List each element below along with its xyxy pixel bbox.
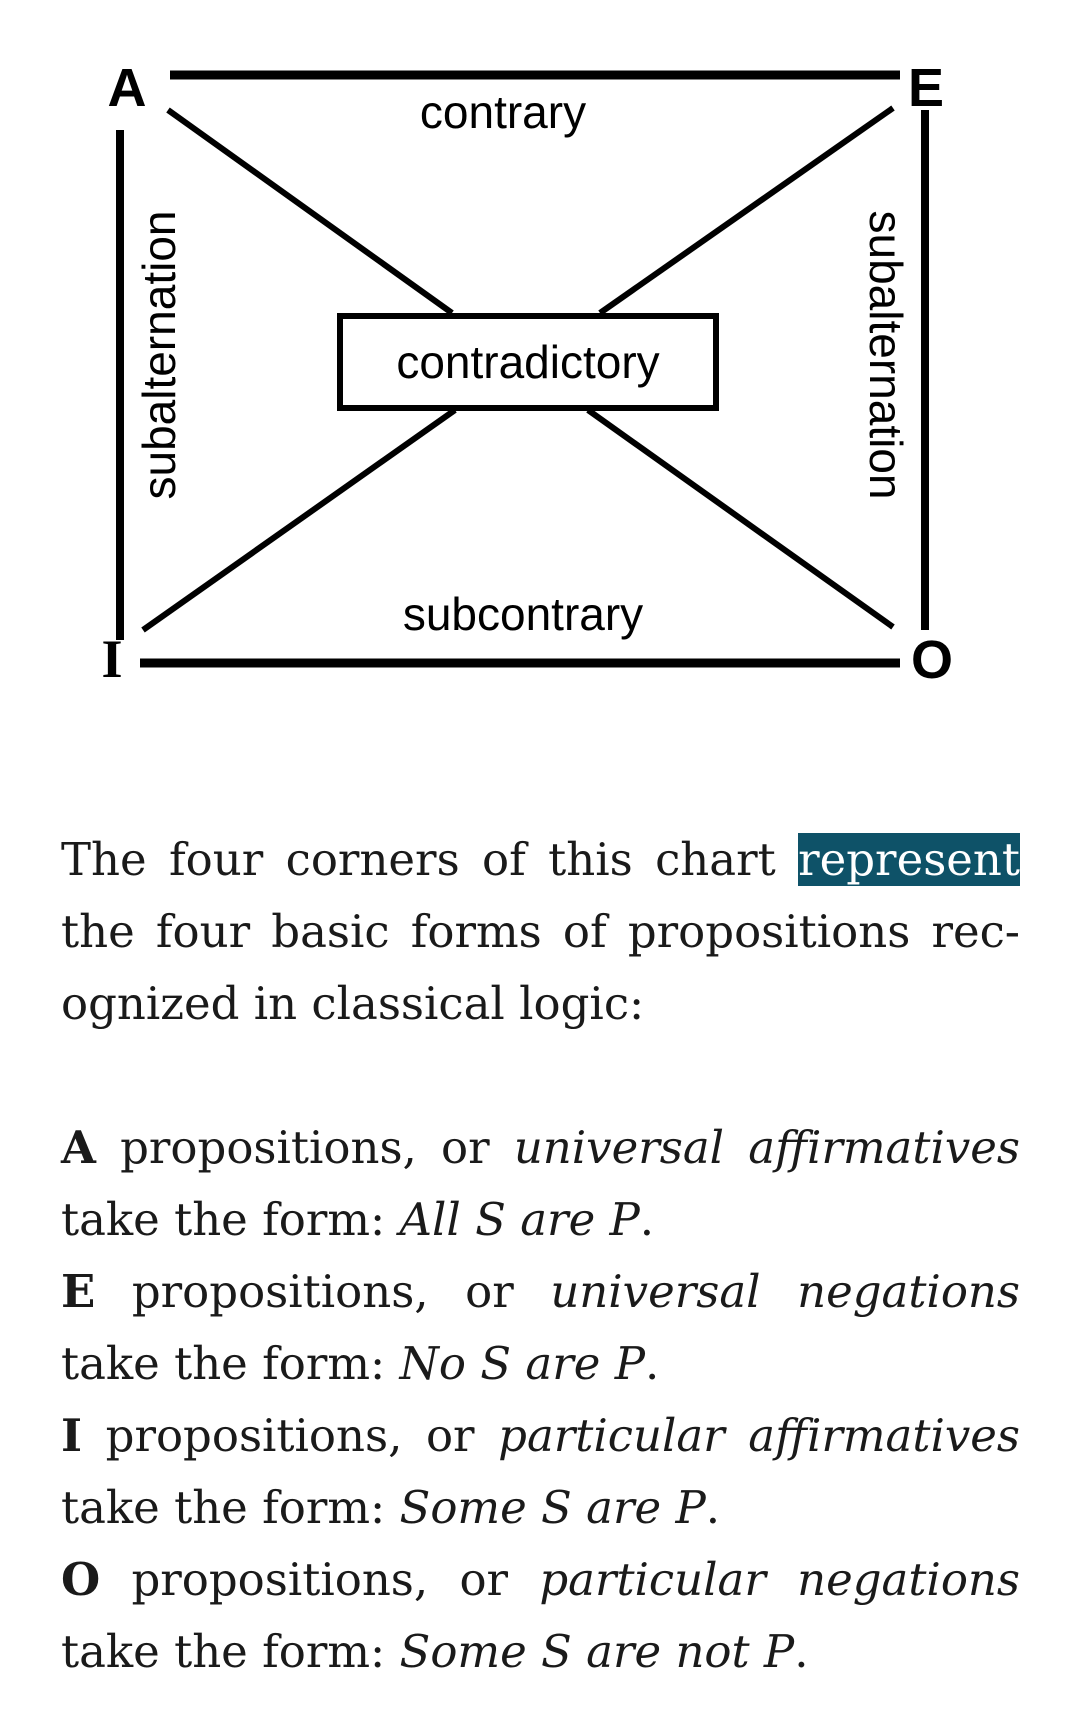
form-text: propositions, or <box>95 1121 514 1174</box>
form-example: All S are P <box>399 1193 640 1246</box>
form-o-line-1: O propositions, or particular negations <box>61 1544 1020 1616</box>
form-text: propositions, or <box>95 1265 551 1318</box>
form-end: . <box>644 1337 660 1390</box>
square-of-opposition-diagram: contradictory contrary subcontrary subal… <box>101 58 953 690</box>
form-letter: E <box>61 1265 96 1318</box>
selected-word-highlight[interactable]: represent <box>798 833 1020 886</box>
subcontrary-label: subcontrary <box>403 588 643 640</box>
form-item-i: I propositions, or particular affirmativ… <box>61 1400 1020 1544</box>
diagonal-e-to-center <box>598 105 895 316</box>
form-lead: take the form: <box>61 1481 400 1534</box>
form-example: No S are P <box>399 1337 645 1390</box>
proposition-forms-list: A propositions, or universal affirmative… <box>61 1112 1020 1688</box>
form-e-line-2: take the form: No S are P. <box>61 1328 1020 1400</box>
contradictory-label: contradictory <box>396 336 659 388</box>
form-letter: A <box>61 1121 96 1174</box>
form-name: particular affirmatives <box>498 1409 1020 1462</box>
corner-i: I <box>101 629 122 689</box>
form-example: Some S are not P <box>399 1625 795 1678</box>
form-example: Some S are P <box>399 1481 706 1534</box>
form-lead: take the form: <box>61 1193 400 1246</box>
form-lead: take the form: <box>61 1625 400 1678</box>
form-letter: O <box>61 1553 101 1606</box>
form-text: propositions, or <box>100 1553 540 1606</box>
corner-a: A <box>108 58 147 118</box>
form-lead: take the form: <box>61 1337 400 1390</box>
form-a-line-2: take the form: All S are P. <box>61 1184 1020 1256</box>
corner-o: O <box>911 630 953 690</box>
right-subalternation-label: subalternation <box>860 211 912 500</box>
form-item-a: A propositions, or universal affirmative… <box>61 1112 1020 1256</box>
diagonal-center-to-i <box>141 407 457 633</box>
contradictory-box <box>337 313 719 411</box>
form-end: . <box>705 1481 721 1534</box>
form-name: universal negations <box>550 1265 1020 1318</box>
diagonal-a-to-center <box>166 107 454 316</box>
form-i-line-2: take the form: Some S are P. <box>61 1472 1020 1544</box>
form-e-line-1: E propositions, or universal negations <box>61 1256 1020 1328</box>
contrary-label: contrary <box>420 86 586 138</box>
intro-paragraph: The four corners of this chart represent… <box>61 824 1020 1040</box>
intro-line-3: ognized in classical logic: <box>61 977 645 1030</box>
intro-line-2: the four basic forms of propositions rec… <box>61 905 1020 958</box>
form-letter: I <box>61 1409 83 1462</box>
form-a-line-1: A propositions, or universal affirmative… <box>61 1112 1020 1184</box>
form-name: particular negations <box>539 1553 1020 1606</box>
form-text: propositions, or <box>82 1409 499 1462</box>
form-item-o: O propositions, or particular negations … <box>61 1544 1020 1688</box>
form-end: . <box>639 1193 655 1246</box>
form-name: universal affirmatives <box>513 1121 1020 1174</box>
corner-e: E <box>908 58 944 118</box>
diagonal-center-to-o <box>586 407 895 630</box>
form-i-line-1: I propositions, or particular affirmativ… <box>61 1400 1020 1472</box>
intro-line-1: The four corners of this chart represent <box>61 824 1020 896</box>
left-subalternation-label: subalternation <box>133 211 185 500</box>
form-end: . <box>794 1625 809 1678</box>
form-item-e: E propositions, or universal negations t… <box>61 1256 1020 1400</box>
intro-line-1-text: The four corners of this chart <box>61 833 776 886</box>
form-o-line-2: take the form: Some S are not P. <box>61 1616 1020 1688</box>
